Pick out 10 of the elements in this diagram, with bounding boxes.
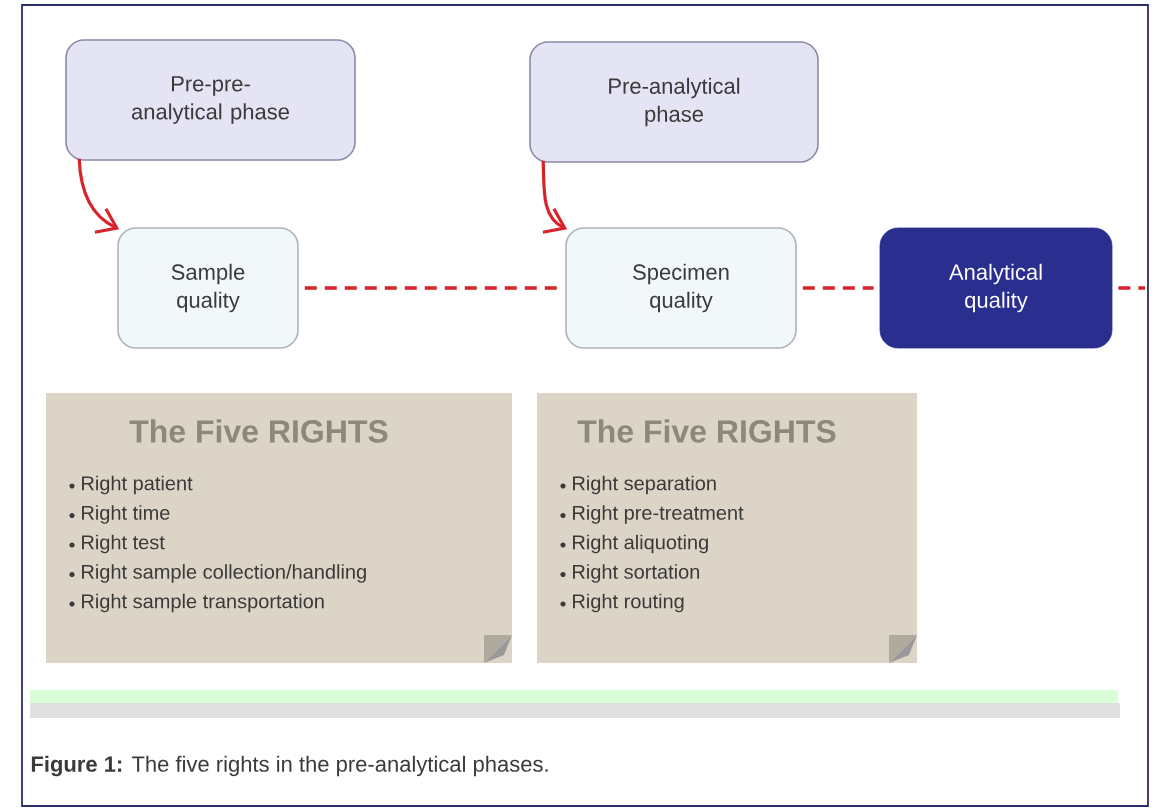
curved-arrow xyxy=(77,158,120,234)
quality-box: Specimen quality xyxy=(565,227,797,349)
caption: Figure 1: The five rights in the pre-analytical phases. xyxy=(31,755,548,777)
curved-arrow xyxy=(541,160,568,234)
quality-box: Analytical quality xyxy=(879,227,1113,349)
note-card: The Five RIGHTS Right patient Right time Right test Right sample collection/handling Right sample transportation xyxy=(46,393,512,663)
phase-box: Pre-pre-analytical phase xyxy=(65,39,356,161)
phase-box: Pre-analytical phase xyxy=(529,41,819,163)
note-card: The Five RIGHTS Right separation Right pre-treatment Right aliquoting Right sortation Right routing xyxy=(537,393,917,663)
quality-box: Sample quality xyxy=(117,227,299,349)
